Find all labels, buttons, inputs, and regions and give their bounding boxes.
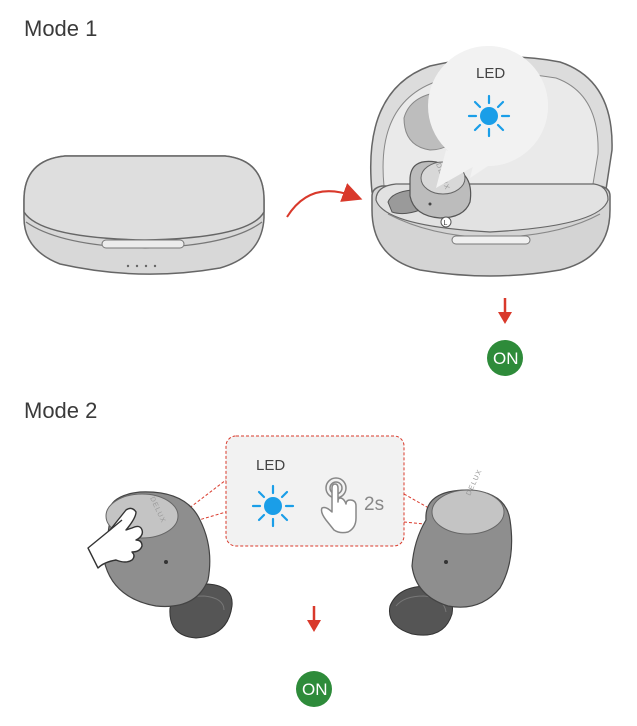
led-light-icon [467, 94, 511, 138]
down-arrow-icon [498, 298, 512, 324]
led-callout-bubble: LED [428, 46, 548, 188]
curved-arrow-icon [286, 183, 363, 218]
status-on-badge: ON [296, 671, 332, 707]
earbud-side-mark: L [444, 220, 448, 227]
hold-duration: 2s [364, 494, 384, 515]
battery-indicator-dots [126, 264, 157, 268]
mode2-title: Mode 2 [24, 398, 98, 423]
svg-text:ON: ON [493, 349, 519, 368]
led-label: LED [476, 65, 505, 82]
finger-tap-icon [320, 477, 357, 534]
down-arrow-icon [307, 606, 321, 632]
status-on-badge: ON [487, 340, 523, 376]
mode2-callout-box [225, 435, 405, 547]
led-light-icon [251, 484, 295, 528]
closed-charging-case [23, 155, 265, 275]
mode1-title: Mode 1 [24, 16, 98, 41]
right-earbud: DELUX [388, 468, 513, 636]
hand-press-icon [87, 507, 144, 569]
mode2-led-label: LED [256, 457, 285, 474]
svg-text:ON: ON [302, 680, 328, 699]
